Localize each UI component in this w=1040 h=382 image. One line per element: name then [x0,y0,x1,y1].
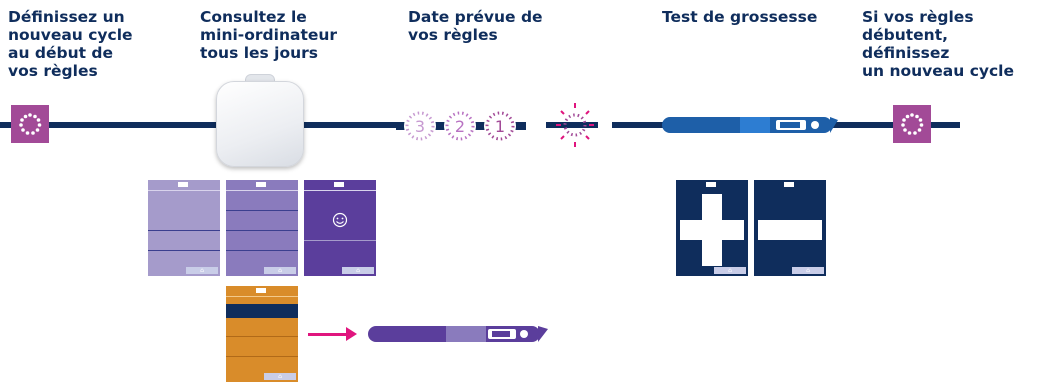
dotted-circle-icon [901,113,924,135]
timeline-gap [598,118,612,132]
pregnancy-test-stick-purple [368,326,548,342]
right-arrow-icon [308,333,348,336]
step-label-new-cycle: Définissez un nouveau cycle au début de … [8,8,133,80]
fertility-monitor-device [216,81,304,167]
smiley-icon [332,212,348,228]
dotted-circle-icon [19,113,42,135]
step-label-restart-cycle: Si vos règles débutent, définissez un no… [862,8,1014,80]
countdown-3 [404,110,436,142]
battery-icon [256,288,266,293]
battery-icon [178,182,188,187]
home-icon: ⌂ [714,267,746,274]
home-icon: ⌂ [264,267,296,274]
battery-icon [256,182,266,187]
test-result-negative: ⌂ [754,180,826,276]
home-icon: ⌂ [264,373,296,380]
test-result-positive: ⌂ [676,180,748,276]
home-icon: ⌂ [792,267,824,274]
monitor-screen-high: ⌂ [226,180,298,276]
timeline-gap [520,118,546,132]
step-label-check-monitor: Consultez le mini-ordinateur tous les jo… [200,8,338,62]
countdown-1 [484,110,516,142]
battery-icon [706,182,716,187]
cycle-start-button [11,105,49,143]
monitor-screen-low: ⌂ [148,180,220,276]
step-label-expected-period: Date prévue de vos règles [408,8,543,44]
cycle-restart-button [893,105,931,143]
countdown-number-3: 3 [415,117,425,136]
countdown-2 [444,110,476,142]
battery-icon [334,182,344,187]
countdown-number-1: 1 [495,117,505,136]
arrow-head [346,327,357,341]
countdown-number-2: 2 [455,117,465,136]
step-label-pregnancy-test: Test de grossesse [662,8,818,26]
monitor-screen-test: ⌂ [226,286,298,382]
home-icon: ⌂ [342,267,374,274]
battery-icon [784,182,794,187]
monitor-screen-peak: ⌂ [304,180,376,276]
countdown-rings: 3 2 1 [396,110,526,142]
pregnancy-test-stick [662,117,838,133]
home-icon: ⌂ [186,267,218,274]
dashed-sun-icon [556,103,594,147]
